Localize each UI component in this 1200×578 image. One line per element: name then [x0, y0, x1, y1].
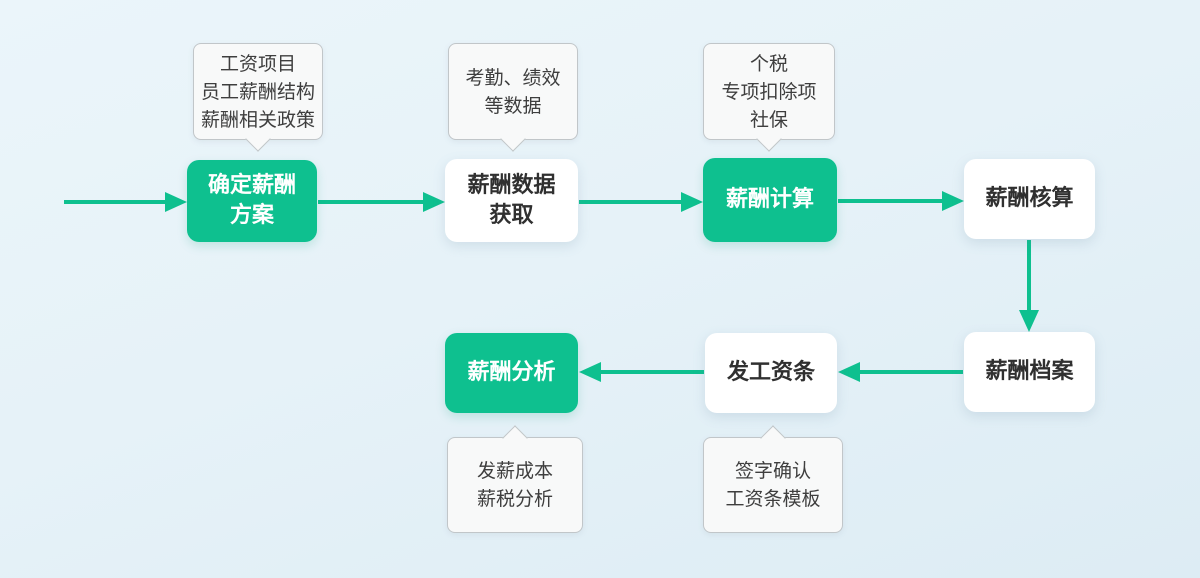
node-label: 薪酬分析: [467, 360, 556, 385]
callout-text: 考勤、绩效 等数据: [465, 66, 561, 117]
callout-salary-data-collection: 考勤、绩效 等数据: [448, 43, 578, 152]
arrow-accounting-to-archive: [1019, 240, 1039, 332]
node-label: 发工资条: [726, 360, 815, 385]
node-salary-analysis: 薪酬分析: [445, 333, 578, 413]
node-label: 薪酬核算: [985, 186, 1074, 211]
node-salary-data-collection: 薪酬数据 获取: [445, 159, 578, 242]
arrow-calculation-to-accounting: [838, 191, 964, 211]
callout-salary-calculation: 个税 专项扣除项 社保: [703, 43, 835, 152]
callout-salary-analysis: 发薪成本 薪税分析: [447, 425, 583, 533]
node-define-salary-plan: 确定薪酬 方案: [187, 160, 317, 242]
node-salary-accounting: 薪酬核算: [964, 159, 1095, 239]
arrow-payslip-to-analysis: [579, 362, 704, 382]
node-salary-archive: 薪酬档案: [964, 332, 1095, 412]
callout-define-salary-plan: 工资项目 员工薪酬结构 薪酬相关政策: [193, 43, 323, 152]
node-label: 薪酬计算: [725, 187, 814, 212]
callout-send-payslip: 签字确认 工资条模板: [703, 425, 843, 533]
node-label: 确定薪酬 方案: [207, 173, 296, 228]
callout-text: 发薪成本 薪税分析: [476, 460, 553, 510]
callout-tail-up-icon: [502, 425, 528, 451]
node-send-payslip: 发工资条: [705, 333, 837, 413]
arrow-define-plan-to-data-collection: [318, 192, 445, 212]
node-salary-calculation: 薪酬计算: [703, 158, 837, 242]
callout-tail-down-icon: [500, 126, 526, 152]
callout-tail-up-icon: [760, 425, 786, 451]
arrow-start-to-define-plan: [64, 192, 187, 212]
callout-text: 签字确认 工资条模板: [725, 460, 821, 510]
arrow-archive-to-payslip: [838, 362, 963, 382]
callout-text: 个税 专项扣除项 社保: [721, 52, 817, 131]
arrow-data-collection-to-calculation: [579, 192, 703, 212]
node-label: 薪酬档案: [985, 359, 1074, 384]
node-label: 薪酬数据 获取: [467, 172, 556, 228]
callout-text: 工资项目 员工薪酬结构 薪酬相关政策: [200, 52, 315, 131]
